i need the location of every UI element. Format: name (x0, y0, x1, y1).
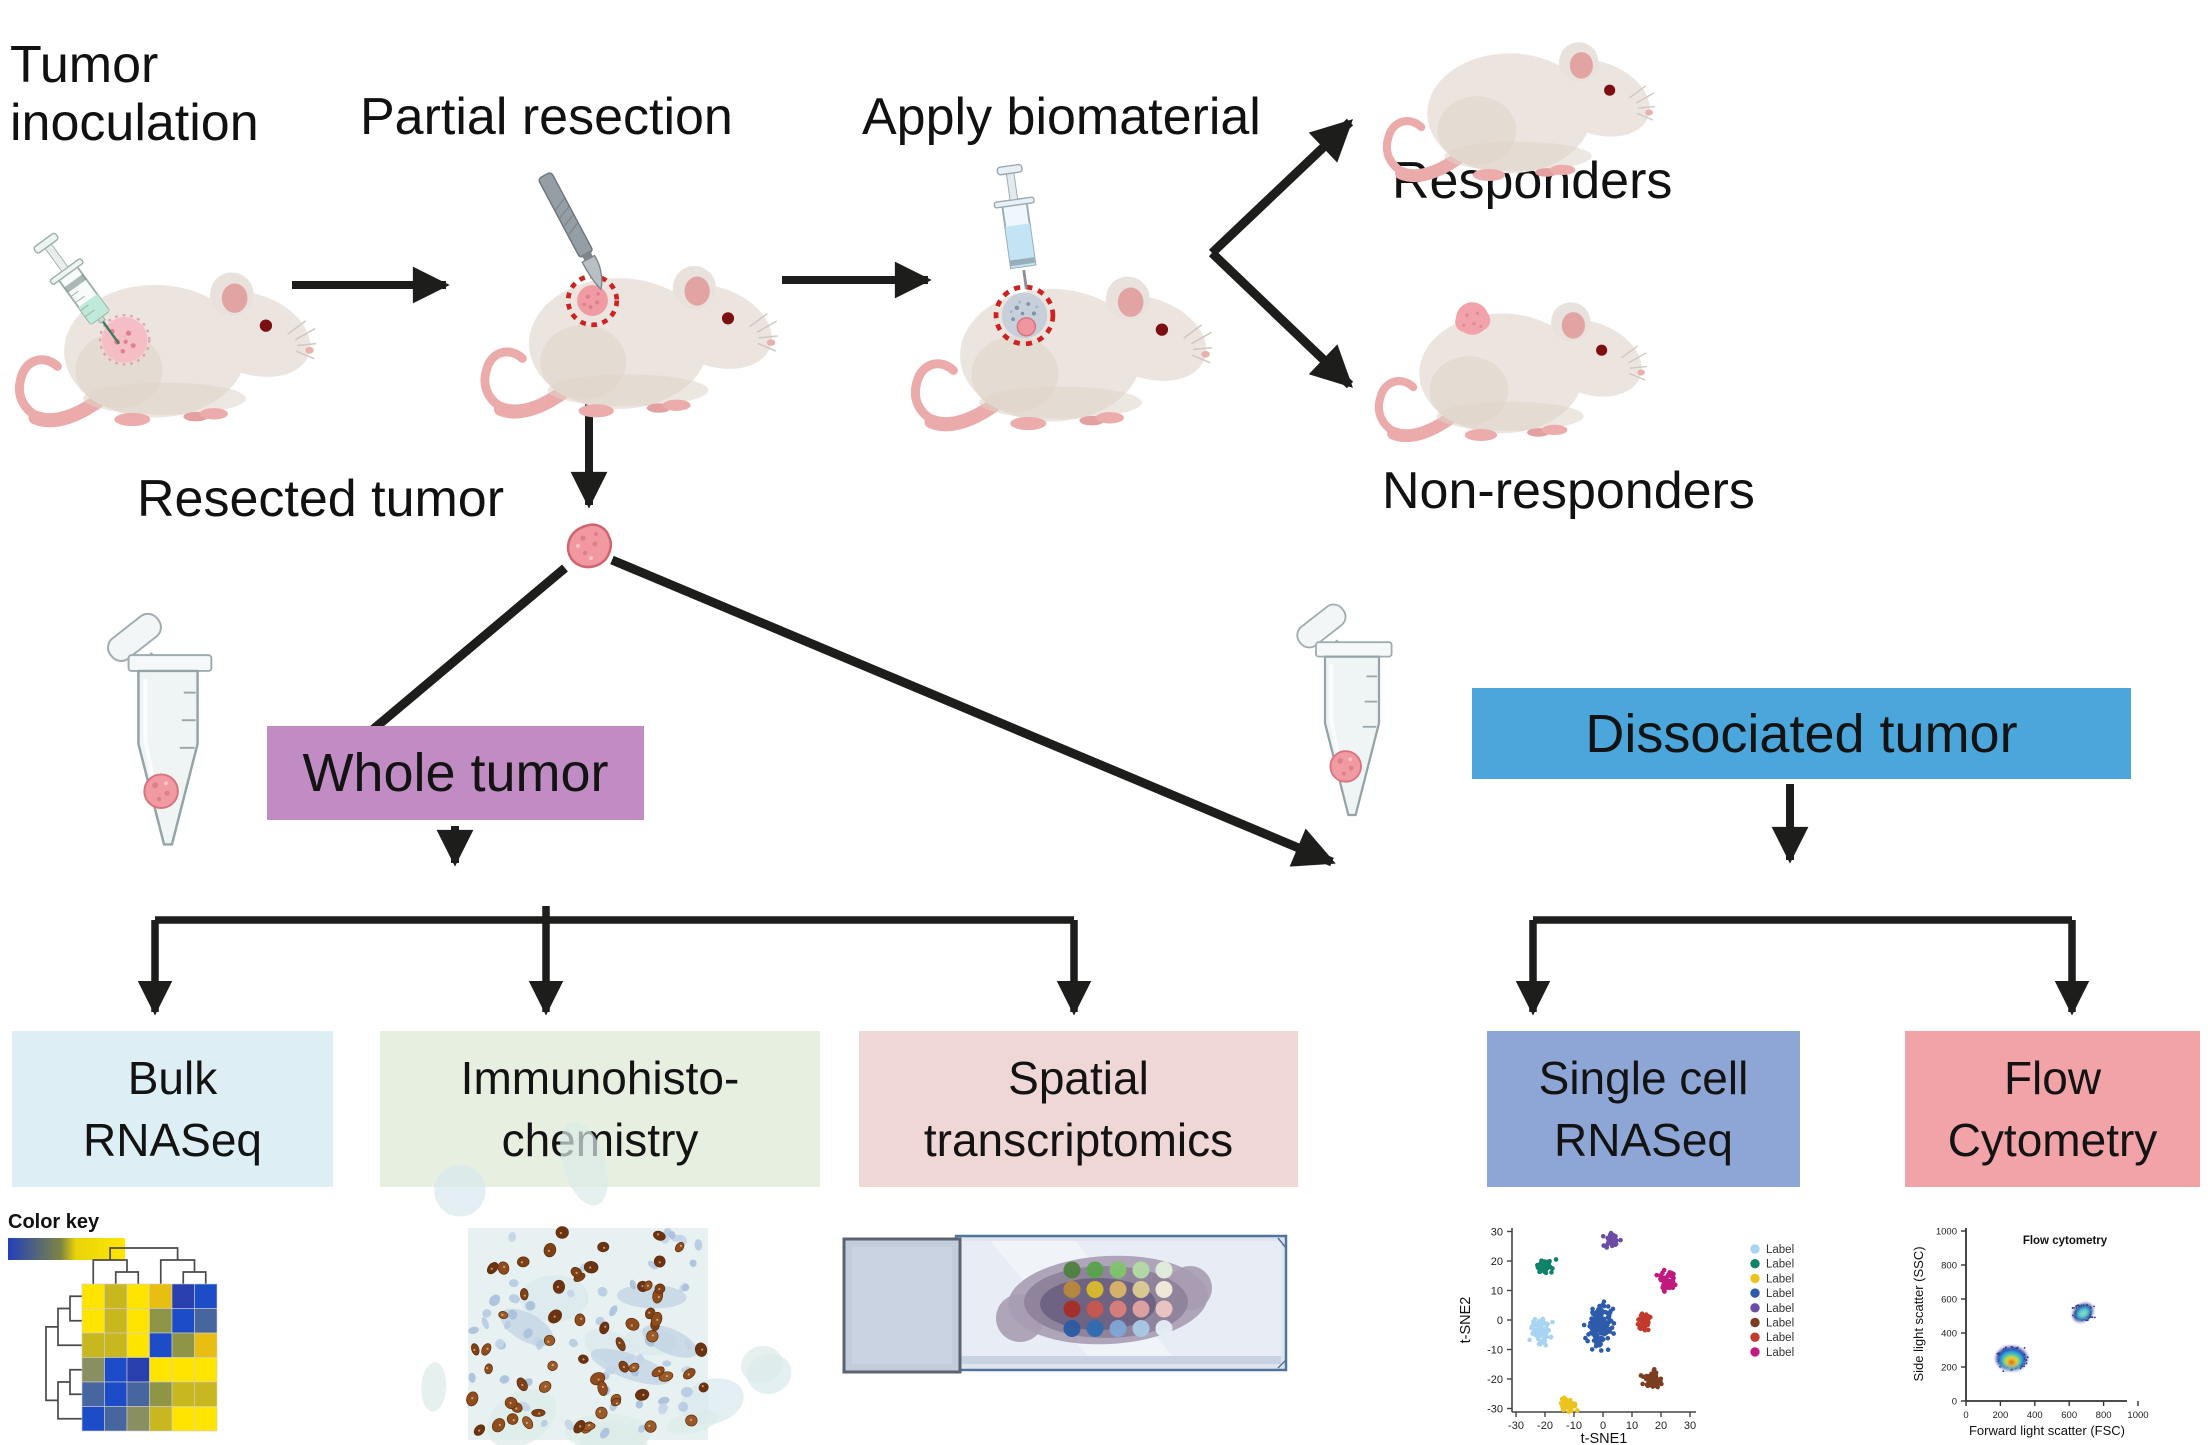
svg-text:20: 20 (1655, 1420, 1667, 1432)
svg-text:Label: Label (1766, 1288, 1794, 1300)
tumor-icon (1455, 302, 1491, 335)
svg-text:400: 400 (1941, 1329, 1957, 1340)
clustered-heatmap: Color key (8, 1211, 218, 1432)
svg-text:-30: -30 (1508, 1420, 1524, 1432)
whole-tumor-box: Whole tumor (267, 726, 644, 820)
svg-text:600: 600 (1941, 1295, 1957, 1306)
svg-text:-20: -20 (1487, 1374, 1503, 1386)
svg-text:0: 0 (1497, 1315, 1503, 1327)
svg-text:Forward light scatter (FSC): Forward light scatter (FSC) (1969, 1423, 2125, 1438)
svg-text:Label: Label (1766, 1318, 1794, 1330)
mouse-icon (1372, 262, 1648, 459)
svg-text:t-SNE1: t-SNE1 (1581, 1431, 1628, 1445)
label-apply-biomaterial: Apply biomaterial (862, 88, 1261, 146)
svg-text:10: 10 (1626, 1420, 1638, 1432)
microtube-icon (1291, 598, 1394, 817)
svg-text:Flow cytometry: Flow cytometry (2023, 1235, 2108, 1247)
whole-tumor-box-label: Whole tumor (302, 743, 609, 803)
svg-text:0: 0 (1600, 1420, 1606, 1432)
svg-text:Label: Label (1766, 1347, 1794, 1359)
svg-text:30: 30 (1491, 1227, 1503, 1239)
svg-text:0: 0 (1952, 1397, 1957, 1408)
svg-text:Label: Label (1766, 1332, 1794, 1344)
tsne-plot: -30 -20 -10 0 10 20 30 -30 -20 -10 0 10 20 30 t-SNE1 t-… (1458, 1227, 1794, 1445)
biomaterial-syringe-icon (993, 163, 1037, 290)
mouse-icon (1380, 2, 1656, 199)
syringe-icon (33, 232, 120, 345)
label-non-responders: Non-responders (1382, 462, 1755, 520)
mouse-icon (478, 172, 778, 437)
dissociated-tumor-box-label: Dissociated tumor (1585, 703, 2018, 764)
arrow-to-non-responders (1208, 249, 1354, 389)
svg-text:-10: -10 (1566, 1420, 1582, 1432)
svg-text:-20: -20 (1537, 1420, 1553, 1432)
svg-text:t-SNE2: t-SNE2 (1458, 1297, 1474, 1344)
svg-text:600: 600 (2061, 1410, 2077, 1421)
svg-text:30: 30 (1684, 1420, 1696, 1432)
svg-text:Label: Label (1766, 1259, 1794, 1271)
svg-text:Color key: Color key (8, 1211, 100, 1233)
scalpel-icon (538, 172, 603, 291)
label-resected-tumor: Resected tumor (137, 470, 505, 528)
svg-text:800: 800 (2096, 1410, 2112, 1421)
tumor-site (98, 314, 151, 366)
svg-text:1000: 1000 (2127, 1410, 2148, 1421)
svg-text:800: 800 (1941, 1261, 1957, 1272)
biomaterial-site (993, 284, 1056, 347)
dissociated-tumor-box: Dissociated tumor (1472, 688, 2131, 779)
microscope-slide-icon (842, 1234, 1288, 1374)
svg-text:20: 20 (1491, 1256, 1503, 1268)
svg-text:1000: 1000 (1936, 1227, 1957, 1238)
label-partial-resection: Partial resection (360, 88, 733, 146)
svg-text:0: 0 (1963, 1410, 1968, 1421)
ihc-micrograph (421, 1121, 792, 1445)
arrow-to-responders (1208, 118, 1354, 257)
svg-text:-10: -10 (1487, 1345, 1503, 1357)
svg-text:Label: Label (1766, 1244, 1794, 1256)
mouse-icon (12, 232, 317, 446)
svg-text:-30: -30 (1487, 1404, 1503, 1416)
svg-text:Side light scatter (SSC): Side light scatter (SSC) (1911, 1246, 1926, 1381)
svg-text:400: 400 (2027, 1410, 2043, 1421)
svg-text:Label: Label (1766, 1273, 1794, 1285)
svg-text:200: 200 (1941, 1363, 1957, 1374)
mouse-icon (908, 163, 1213, 450)
svg-text:10: 10 (1491, 1286, 1503, 1298)
svg-text:200: 200 (1992, 1410, 2008, 1421)
svg-text:Label: Label (1766, 1303, 1794, 1315)
microtube-icon (101, 607, 214, 847)
arrow-to-dissociated-tube (610, 555, 1336, 867)
tumor-icon (566, 523, 613, 569)
